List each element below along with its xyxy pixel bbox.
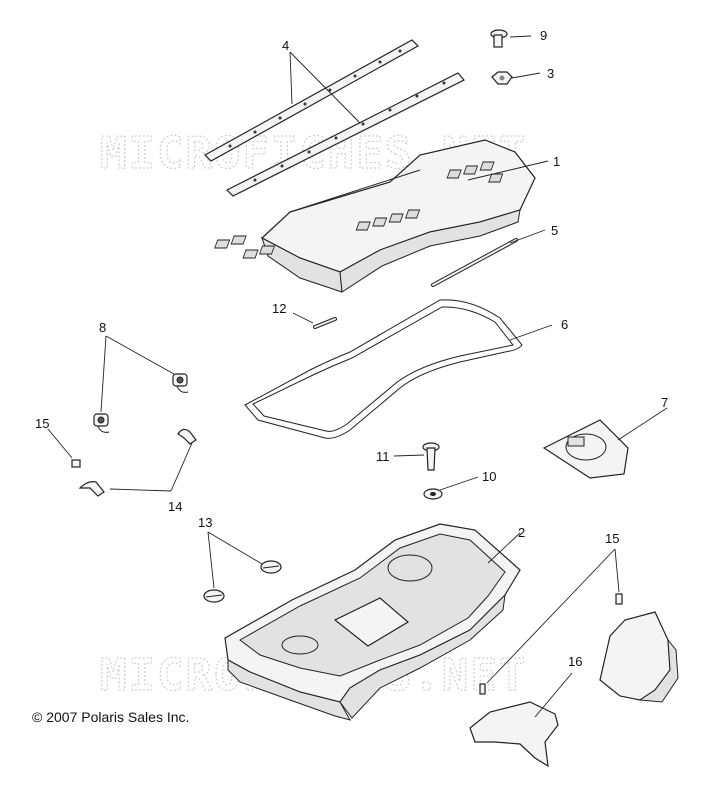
part-11-bolt [422,442,440,471]
part-6-gasket [244,299,523,439]
part-7-plate [542,419,629,479]
part-3-nut [491,71,513,85]
leader-lines [47,35,668,718]
callout-13: 13 [198,515,212,530]
callout-4: 4 [282,38,289,53]
part-8-latches [93,373,189,433]
part-14-brackets [78,428,197,497]
callout-3: 3 [547,66,554,81]
callout-12: 12 [272,301,286,316]
callout-8: 8 [99,320,106,335]
callout-6: 6 [561,317,568,332]
callout-15-right: 15 [605,531,619,546]
callout-10: 10 [482,469,496,484]
callout-9: 9 [540,28,547,43]
callout-16: 16 [568,654,582,669]
copyright-text: © 2007 Polaris Sales Inc. [32,709,190,725]
callout-5: 5 [551,223,558,238]
part-2-tray [224,523,521,721]
part-4-seal-strips [204,39,465,197]
part-15-screw-right [615,593,623,605]
part-15-screw-left [71,459,81,468]
part-16-guards [469,611,679,768]
part-12-pin [313,317,337,329]
part-15-screw-lower [479,683,486,695]
part-10-washer [423,488,443,500]
part-9-screw [490,29,508,48]
callout-2: 2 [518,525,525,540]
part-1-cover [214,139,536,293]
callout-7: 7 [661,395,668,410]
callout-14: 14 [168,499,182,514]
callout-11: 11 [376,449,390,464]
part-13-plugs [203,560,282,603]
callout-1: 1 [553,154,560,169]
callout-15-left: 15 [35,416,49,431]
